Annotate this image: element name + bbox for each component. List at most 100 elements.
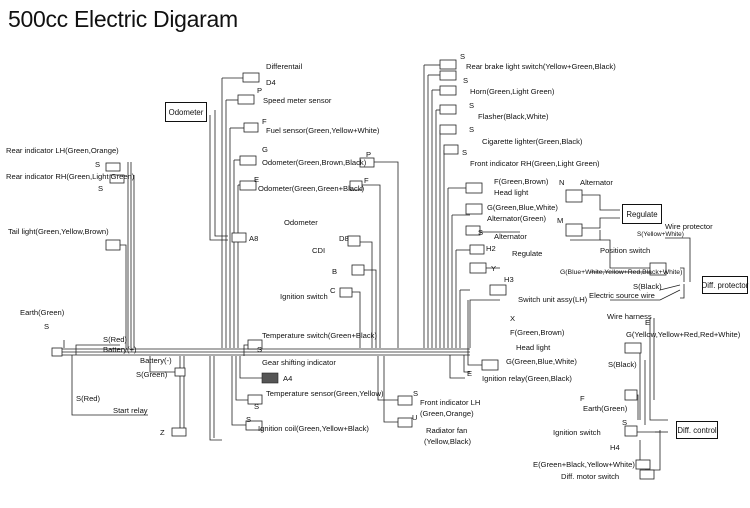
label-flasher: Flasher(Black,White): [478, 112, 549, 121]
label-s-rear-brake: S: [460, 52, 466, 61]
label-front-indicator-rh: Front indicator RH(Green,Light Green): [470, 159, 600, 168]
label-electric-source-wire: Electric source wire: [589, 291, 655, 300]
label-z: Z: [160, 428, 165, 437]
label-cigarette-lighter: Cigarette lighter(Green,Black): [482, 137, 583, 146]
label-position-switch: Position switch: [600, 246, 651, 255]
label-s-rilh: S: [95, 160, 101, 169]
label-radiator-fan-colors: (Yellow,Black): [424, 437, 471, 446]
label-earth-green-left: Earth(Green): [20, 308, 65, 317]
label-wire-harness: Wire harness: [607, 312, 652, 321]
diagram-title: 500cc Electric Digaram: [8, 6, 238, 32]
label-start-relay: Start relay: [113, 406, 148, 415]
label-rear-indicator-rh: Rear indicator RH(Green,Light Green): [6, 172, 135, 181]
label-e-harness: E: [645, 318, 651, 327]
label-ignition-switch-right: Ignition switch: [553, 428, 601, 437]
label-s-earth: S: [44, 322, 50, 331]
label-horn: Horn(Green,Light Green): [470, 87, 555, 96]
label-temp-sensor: Temperature sensor(Green,Yellow): [266, 389, 384, 398]
label-a4: A4: [283, 374, 293, 383]
label-h2: H2: [486, 244, 496, 253]
label-front-indicator-lh: Front indicator LH: [420, 398, 481, 407]
label-alternator-top: Alternator: [580, 178, 613, 187]
label-s-alt: S: [478, 228, 484, 237]
label-ignition-switch-mid: Ignition switch: [280, 292, 328, 301]
label-differentail: Differentail: [266, 62, 303, 71]
label-s-coil: S: [246, 415, 252, 424]
label-e-relay: E: [467, 369, 473, 378]
label-y: Y: [491, 264, 497, 273]
odometer-box: Odometer: [165, 102, 207, 122]
label-m: M: [557, 216, 564, 225]
label-s-front-ind-lh: S: [413, 389, 419, 398]
label-battery-plus: Battery(+): [103, 345, 137, 354]
label-s-black-2: S(Black): [608, 360, 637, 369]
label-f-green-brown-top: F(Green,Brown): [494, 177, 549, 186]
label-x: X: [510, 314, 516, 323]
label-s-green: S(Green): [136, 370, 168, 379]
label-s-red-battery: S(Red): [103, 335, 128, 344]
label-a8: A8: [249, 234, 259, 243]
label-head-light-low: Head light: [516, 343, 551, 352]
regulate-box: Regulate: [622, 204, 662, 224]
label-rear-brake-switch: Rear brake light switch(Yellow+Green,Bla…: [466, 62, 616, 71]
label-d4: D4: [266, 78, 276, 87]
label-battery-minus: Battery(-): [140, 356, 172, 365]
label-odometer-ggb: Odometer(Green,Green+Black): [258, 184, 365, 193]
label-g-yellow-red: G(Yellow,Yellow+Red,Red+White): [626, 330, 741, 339]
label-g-blue-white: G(Blue+White,Yellow+Red,Black+White): [560, 269, 683, 276]
label-switch-unit: Switch unit assy(LH): [518, 295, 588, 304]
label-n: N: [559, 178, 565, 187]
label-s-temp-switch: S: [257, 345, 263, 354]
label-p-top: P: [257, 86, 263, 95]
label-fuel-sensor: Fuel sensor(Green,Yellow+White): [266, 126, 380, 135]
label-g-gbw-low: G(Green,Blue,White): [506, 357, 577, 366]
label-c: C: [330, 286, 336, 295]
label-wire-protector: Wire protector: [665, 222, 713, 231]
label-s-front-rh: S: [462, 148, 468, 157]
label-radiator-fan: Radiator fan: [426, 426, 468, 435]
label-gear-shifting: Gear shifting indicator: [262, 358, 336, 367]
label-d8: D8: [339, 234, 349, 243]
label-g-gbw-top: G(Green,Blue,White): [487, 203, 558, 212]
label-s-red-relay: S(Red): [76, 394, 101, 403]
label-speed-meter-sensor: Speed meter sensor: [263, 96, 332, 105]
label-alternator-mid: Alternator: [494, 232, 527, 241]
diff-control-box: Diff. control: [676, 421, 718, 439]
label-s-horn: S: [463, 76, 469, 85]
label-s-rirh: S: [98, 184, 104, 193]
label-s-earth-right: S: [622, 418, 628, 427]
label-head-light-top: Head light: [494, 188, 529, 197]
label-e-odo: E: [254, 175, 260, 184]
label-s-yellow-white: S(Yellow+White): [637, 231, 684, 238]
label-s-temp-sensor: S: [254, 402, 260, 411]
label-p-odo: P: [366, 150, 372, 159]
label-diff-motor-switch: Diff. motor switch: [561, 472, 620, 481]
label-h3: H3: [504, 275, 514, 284]
label-f-gb-low: F(Green,Brown): [510, 328, 565, 337]
label-ignition-coil: Ignition coil(Green,Yellow+Black): [258, 424, 369, 433]
label-alternator-green: Alternator(Green): [487, 214, 547, 223]
label-odometer-gbb: Odometer(Green,Brown,Black): [262, 158, 367, 167]
label-f-earth: F: [580, 394, 585, 403]
label-rear-indicator-lh: Rear indicator LH(Green,Orange): [6, 146, 119, 155]
label-b: B: [332, 267, 338, 276]
label-tail-light: Tail light(Green,Yellow,Brown): [8, 227, 109, 236]
label-f-odo: F: [364, 176, 369, 185]
label-earth-green-right: Earth(Green): [583, 404, 628, 413]
label-u: U: [412, 413, 418, 422]
diff-protector-box: Diff. protector: [702, 276, 748, 294]
label-odometer: Odometer: [284, 218, 318, 227]
label-ignition-relay: Ignition relay(Green,Black): [482, 374, 572, 383]
label-s-cig: S: [469, 125, 475, 134]
label-g-odo: G: [262, 145, 268, 154]
label-e-green-black: E(Green+Black,Yellow+White): [533, 460, 635, 469]
label-s-black-1: S(Black): [633, 282, 662, 291]
label-temp-switch: Temperature switch(Green+Black): [262, 331, 378, 340]
label-s-flasher: S: [469, 101, 475, 110]
label-h4: H4: [610, 443, 620, 452]
label-front-indicator-lh-colors: (Green,Orange): [420, 409, 474, 418]
label-cdi: CDI: [312, 246, 326, 255]
label-f-top: F: [262, 117, 267, 126]
